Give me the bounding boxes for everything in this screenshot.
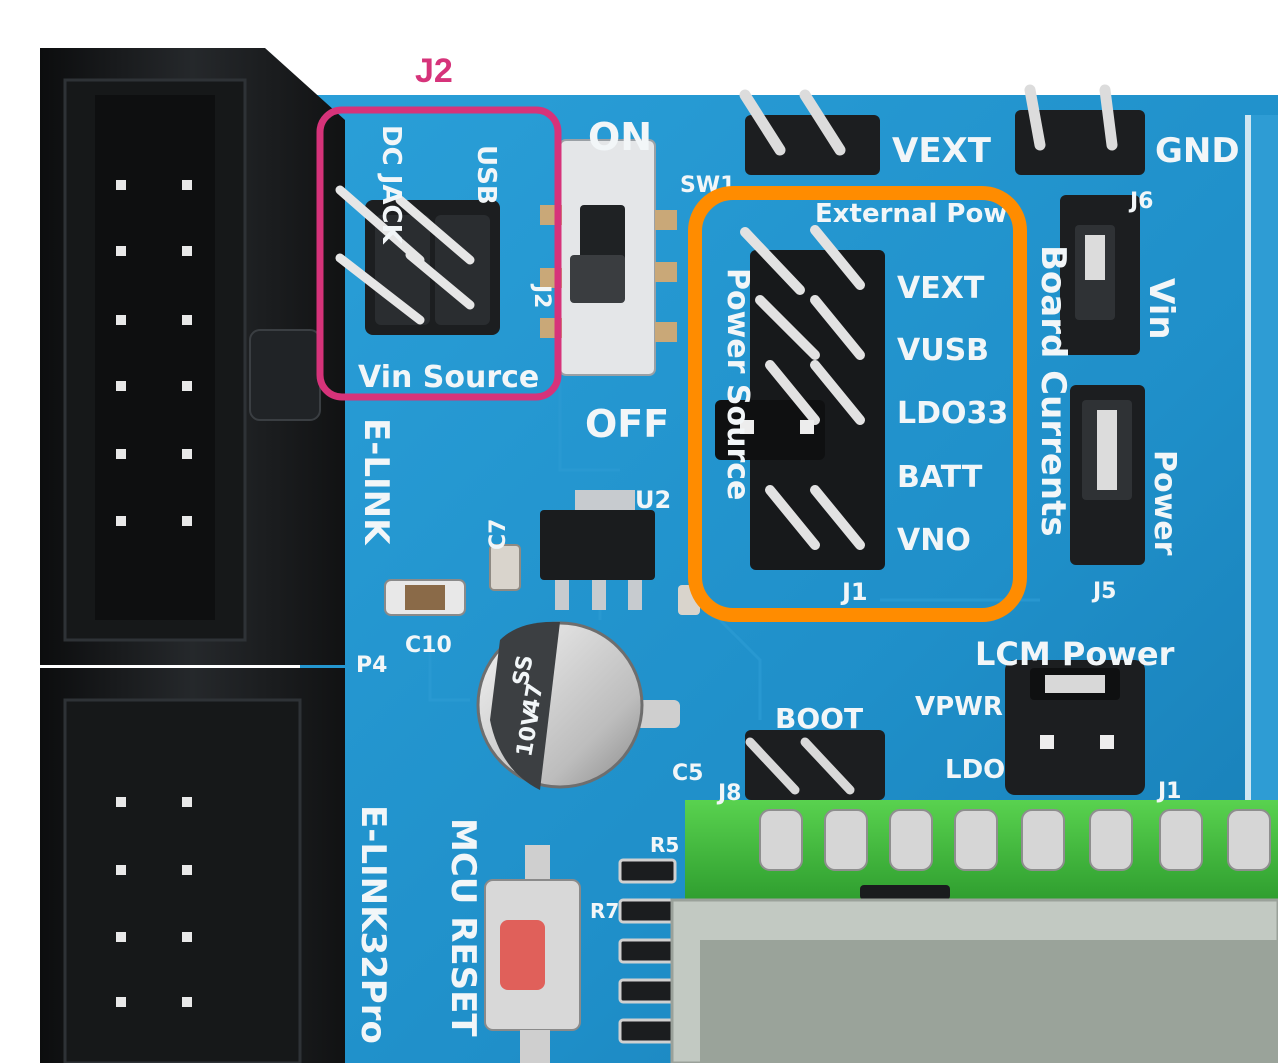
j2-callout-box bbox=[316, 106, 562, 401]
silk-j1-bottom: J1 bbox=[1156, 779, 1182, 804]
silk-c5: C5 bbox=[672, 761, 703, 786]
e-link-pins-top bbox=[116, 180, 192, 526]
boot-header-j8 bbox=[745, 730, 885, 800]
silk-j1: J1 bbox=[840, 578, 868, 606]
silk-batt: BATT bbox=[897, 460, 983, 495]
e-link-connector-top bbox=[40, 48, 345, 665]
silk-vext: VEXT bbox=[897, 271, 985, 306]
silk-vpwr: VPWR bbox=[915, 692, 1003, 722]
capacitor-marking-1: SS bbox=[509, 653, 539, 688]
silk-lcm-power: LCM Power bbox=[975, 635, 1175, 673]
silkscreen-labels: DC JACK USB Vin Source J2 ON OFF SW1 VEX… bbox=[353, 115, 1240, 1044]
j1-power-source-header bbox=[715, 225, 885, 570]
silk-ldo: LDO bbox=[945, 755, 1005, 785]
j2-callout-label: J2 bbox=[415, 52, 453, 90]
smd-capacitors bbox=[384, 544, 700, 616]
j1-callout-box bbox=[688, 186, 1027, 622]
silk-e-link32pro: E-LINK32Pro bbox=[353, 805, 393, 1044]
silk-external-power: External Pow bbox=[815, 199, 1007, 229]
e-link32pro-pins bbox=[116, 797, 192, 1007]
silk-p4: P4 bbox=[356, 653, 387, 678]
silk-vin: Vin bbox=[1141, 278, 1181, 340]
silk-dc-jack: DC JACK bbox=[376, 125, 406, 245]
u2-regulator bbox=[540, 490, 655, 610]
lcd-pin-header bbox=[685, 800, 1278, 900]
silk-mcu-reset: MCU RESET bbox=[443, 818, 483, 1037]
capacitor-marking-2: 47 bbox=[519, 681, 549, 716]
silk-j6: J6 bbox=[1128, 189, 1154, 214]
silk-ldo33: LDO33 bbox=[897, 396, 1008, 431]
board-currents-vin-header bbox=[1060, 195, 1140, 355]
silk-e-link: E-LINK bbox=[356, 418, 396, 546]
silk-r5: R5 bbox=[650, 833, 679, 857]
silk-usb: USB bbox=[471, 145, 501, 205]
power-header-j5 bbox=[1070, 385, 1145, 565]
silk-u2: U2 bbox=[635, 486, 671, 514]
silk-vusb: VUSB bbox=[897, 333, 989, 368]
silk-boot: BOOT bbox=[775, 702, 863, 735]
silk-c7: C7 bbox=[486, 519, 511, 550]
e-link32pro-connector bbox=[40, 668, 345, 1063]
silk-board-currents: Board Currents bbox=[1033, 245, 1073, 537]
lcm-power-header bbox=[1005, 660, 1145, 795]
silk-gnd: GND bbox=[1155, 131, 1240, 171]
silk-j2: J2 bbox=[529, 283, 554, 309]
mcu-reset-button bbox=[484, 845, 581, 1063]
silk-off: OFF bbox=[585, 402, 669, 446]
silk-j5: J5 bbox=[1091, 579, 1117, 604]
silk-on: ON bbox=[588, 115, 652, 159]
gnd-header-j6 bbox=[1015, 84, 1145, 175]
annotation-callouts: J2 bbox=[316, 52, 1027, 622]
silk-power-source: Power Source bbox=[720, 268, 755, 500]
silk-j8: J8 bbox=[716, 781, 742, 806]
vext-top-header bbox=[739, 89, 880, 175]
silk-vin-source: Vin Source bbox=[358, 360, 539, 395]
j2-header bbox=[335, 185, 500, 335]
silk-c10: C10 bbox=[405, 633, 452, 658]
silk-power: Power bbox=[1147, 450, 1182, 556]
smd-resistors bbox=[618, 858, 677, 1044]
electrolytic-capacitor: SS 47 10V bbox=[476, 621, 680, 790]
lcd-module bbox=[670, 898, 1278, 1063]
silk-r7: R7 bbox=[590, 899, 619, 923]
silk-vno: VNO bbox=[897, 523, 971, 558]
silk-vext-top: VEXT bbox=[892, 131, 992, 171]
sw1-switch bbox=[540, 139, 677, 376]
